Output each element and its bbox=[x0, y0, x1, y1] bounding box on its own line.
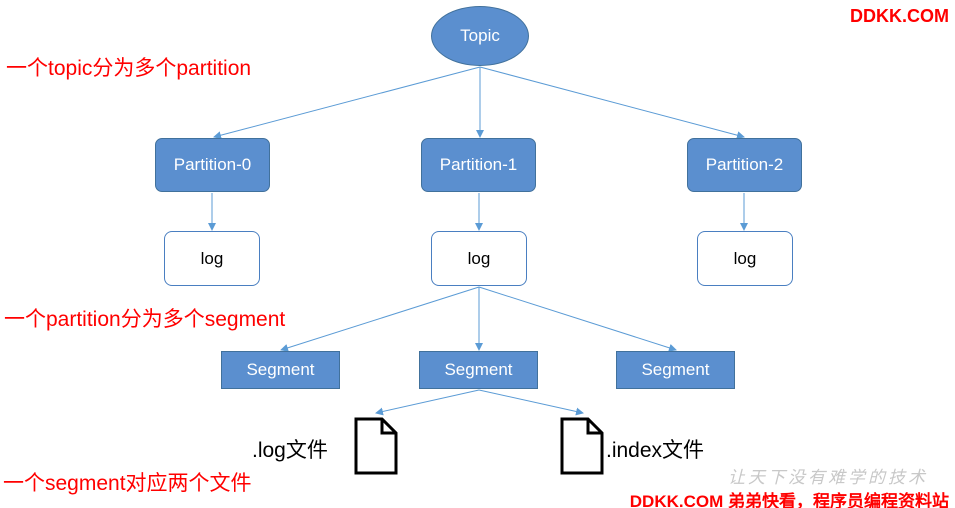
brand-bottom: DDKK.COM 弟弟快看，程序员编程资料站 bbox=[629, 492, 949, 508]
partition-annotation: 一个partition分为多个segment bbox=[4, 308, 286, 331]
partition-2-label: Partition-2 bbox=[705, 155, 784, 174]
segment-annotation: 一个segment对应两个文件 bbox=[3, 472, 252, 495]
edge-log-segment-2 bbox=[478, 286, 677, 352]
topic-annotation: 一个topic分为多个partition bbox=[6, 57, 252, 80]
segment-0-label: Segment bbox=[246, 360, 315, 379]
index-file-document-icon bbox=[560, 417, 604, 475]
brand-top: DDKK.COM bbox=[850, 6, 949, 26]
partition-2-log-node: log bbox=[697, 231, 793, 286]
partition-0-label: Partition-0 bbox=[173, 155, 252, 174]
topic-node: Topic bbox=[431, 6, 529, 66]
edge-segment-log-file bbox=[375, 389, 480, 416]
partition-2-node: Partition-2 bbox=[687, 138, 802, 192]
edge-topic-partition-2 bbox=[479, 66, 745, 140]
partition-0-log-node: log bbox=[164, 231, 260, 286]
partition-1-log-label: log bbox=[467, 248, 491, 268]
topic-label: Topic bbox=[460, 26, 500, 45]
partition-1-node: Partition-1 bbox=[421, 138, 536, 192]
edge-segment-index-file bbox=[478, 389, 584, 416]
log-file-document-icon bbox=[354, 417, 398, 475]
partition-0-node: Partition-0 bbox=[155, 138, 270, 192]
partition-1-log-node: log bbox=[431, 231, 527, 286]
log-file-label: .log文件 bbox=[252, 439, 328, 462]
segment-1-label: Segment bbox=[444, 360, 513, 379]
partition-1-label: Partition-1 bbox=[439, 155, 518, 174]
partition-2-log-label: log bbox=[733, 248, 757, 268]
edge-topic-partition-0 bbox=[213, 66, 481, 140]
edge-log-segment-0 bbox=[280, 286, 480, 352]
watermark-text: 让天下没有难学的技术 bbox=[728, 468, 928, 488]
segment-2-node: Segment bbox=[616, 351, 735, 389]
segment-1-node: Segment bbox=[419, 351, 538, 389]
segment-0-node: Segment bbox=[221, 351, 340, 389]
partition-0-log-label: log bbox=[200, 248, 224, 268]
index-file-label: .index文件 bbox=[606, 439, 705, 462]
segment-2-label: Segment bbox=[641, 360, 710, 379]
